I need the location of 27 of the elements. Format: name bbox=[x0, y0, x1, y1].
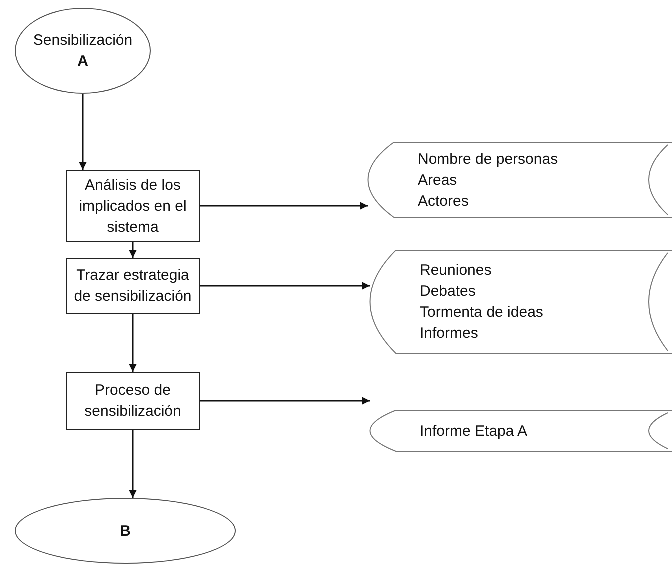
display-shape bbox=[370, 410, 672, 452]
display-shape bbox=[370, 250, 672, 354]
list-item: Informes bbox=[420, 324, 478, 344]
arrow bbox=[79, 94, 87, 170]
arrow bbox=[129, 242, 137, 258]
node-label: Sensibilización bbox=[33, 31, 133, 51]
list-item: Actores bbox=[418, 192, 469, 212]
node-label: Trazar estrategia de sensibilización bbox=[73, 266, 193, 307]
arrow bbox=[129, 430, 137, 498]
node-label: A bbox=[78, 52, 88, 72]
list-item: Nombre de personas bbox=[418, 150, 558, 170]
arrow bbox=[200, 397, 370, 405]
arrow bbox=[200, 282, 370, 290]
list-item: Informe Etapa A bbox=[420, 422, 528, 442]
list-item: Reuniones bbox=[420, 261, 492, 281]
process-box bbox=[66, 170, 200, 242]
node-label: Análisis de los implicados en el sistema bbox=[78, 176, 188, 238]
process-box bbox=[66, 372, 200, 430]
arrow bbox=[129, 314, 137, 372]
list-item: Tormenta de ideas bbox=[420, 303, 544, 323]
list-item: Areas bbox=[418, 170, 458, 190]
node-label: B bbox=[120, 522, 131, 542]
process-box bbox=[66, 258, 200, 314]
list-item: Debates bbox=[420, 282, 476, 302]
display-shape bbox=[368, 142, 672, 218]
node-label: Proceso de sensibilización bbox=[84, 381, 182, 422]
arrow bbox=[200, 202, 368, 210]
